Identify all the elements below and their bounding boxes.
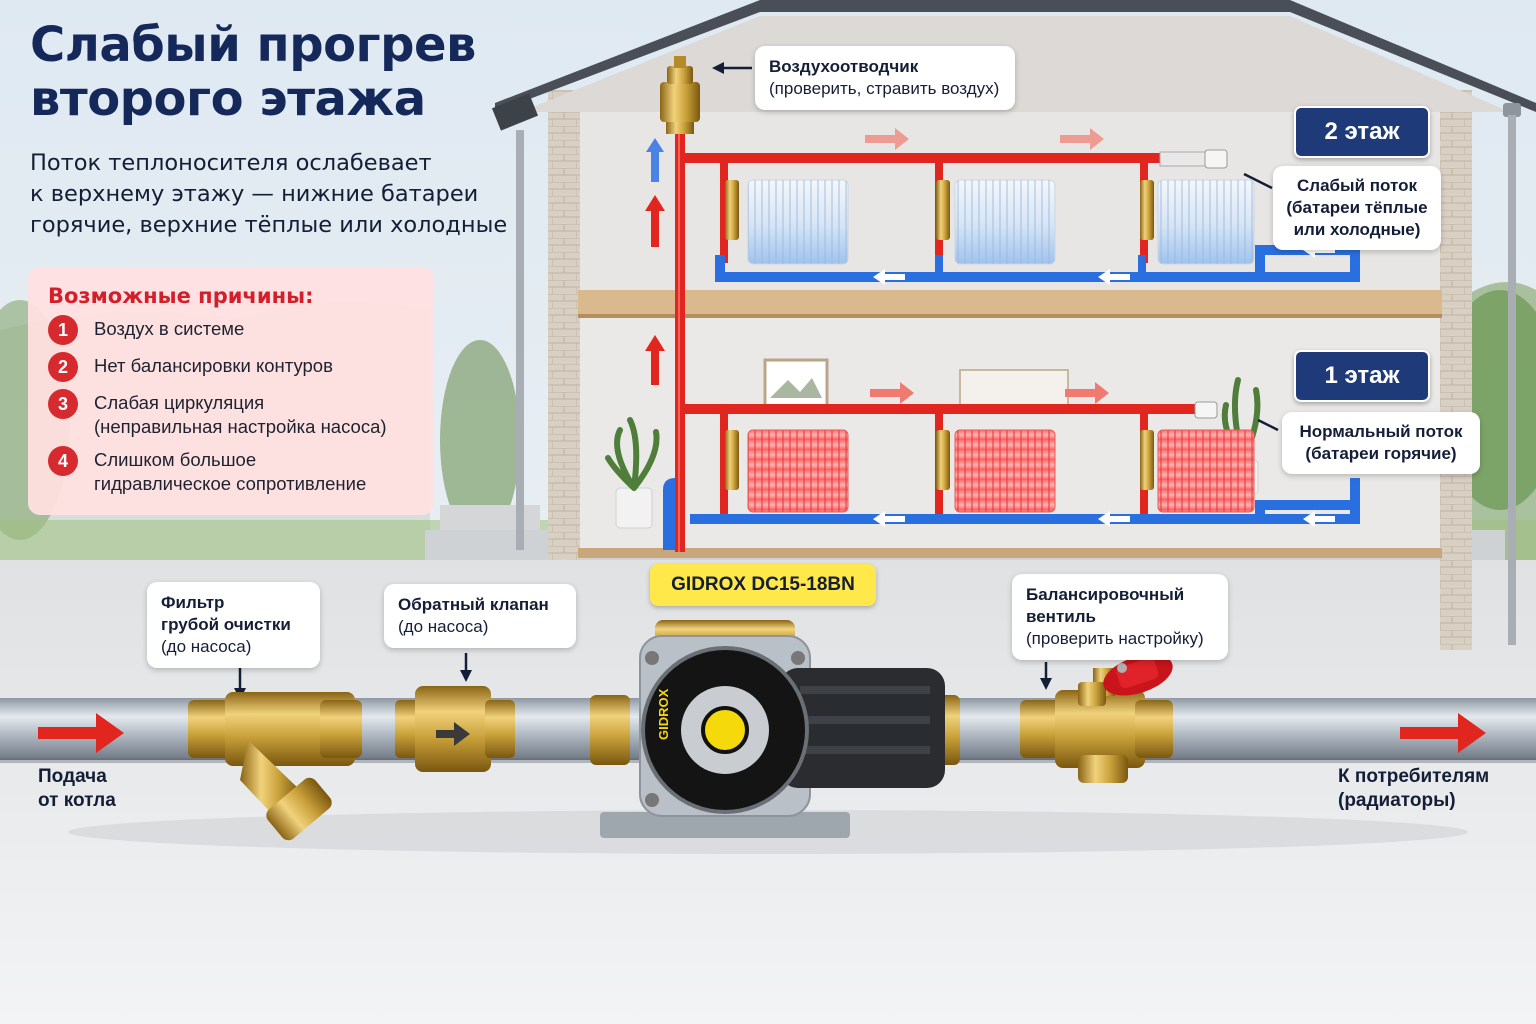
supply-label: Подача от котла <box>38 765 116 813</box>
filter-label-line-2: грубой очистки <box>161 615 291 634</box>
cause-item: 2 Нет балансировки контуров <box>48 352 416 382</box>
causes-panel: Возможные причины: 1 Воздух в системе 2 … <box>28 267 434 515</box>
title-line-2: второго этажа <box>30 71 426 127</box>
floor-1-badge: 1 этаж <box>1294 350 1430 402</box>
weak-flow-detail-2: или холодные) <box>1293 220 1421 239</box>
weak-flow-callout: Слабый поток (батареи тёплые или холодны… <box>1273 166 1441 250</box>
cause-text: Слабая циркуляция <box>94 392 265 413</box>
filter-callout: Фильтр грубой очистки (до насоса) <box>147 582 320 668</box>
cause-text-detail: (неправильная настройка насоса) <box>94 416 387 437</box>
subtitle-line-2: к верхнему этажу — нижние батареи <box>30 181 479 207</box>
flow-arrow-icon <box>865 128 1109 404</box>
circulation-pump: GIDROX <box>590 620 960 838</box>
pointer-arrows <box>234 62 1279 700</box>
cause-text: Нет балансировки контуров <box>94 355 333 376</box>
filter-note: (до насоса) <box>161 637 252 656</box>
consumers-label: К потребителям (радиаторы) <box>1338 765 1489 813</box>
check-valve <box>395 686 515 772</box>
check-valve-note: (до насоса) <box>398 617 489 636</box>
causes-heading: Возможные причины: <box>48 284 314 308</box>
cause-number-badge: 2 <box>48 352 78 382</box>
valve-handle-icon <box>1103 654 1173 696</box>
balancing-valve-label-line-2: вентиль <box>1026 607 1096 626</box>
title-line-1: Слабый прогрев <box>30 17 476 73</box>
cause-text: Слишком большое <box>94 449 257 470</box>
cause-number-badge: 3 <box>48 389 78 419</box>
arrow-right-icon <box>38 713 1486 753</box>
cause-item: 4 Слишком большое гидравлическое сопроти… <box>48 446 416 496</box>
strainer-filter <box>188 692 362 841</box>
consumers-label-line-1: К потребителям <box>1338 766 1490 787</box>
weak-flow-detail-1: (батареи тёплые <box>1286 198 1428 217</box>
subtitle-line-3: горячие, верхние тёплые или холодные <box>30 212 508 238</box>
plant-left <box>605 417 660 529</box>
cause-item: 3 Слабая циркуляция (неправильная настро… <box>48 389 416 439</box>
pump-brand: GIDROX <box>656 688 671 740</box>
filter-label-line-1: Фильтр <box>161 593 225 612</box>
normal-flow-title: Нормальный поток <box>1299 422 1463 441</box>
check-valve-callout: Обратный клапан (до насоса) <box>384 584 576 648</box>
arrow-up-icon <box>645 138 665 385</box>
supply-label-line-1: Подача <box>38 766 107 787</box>
cause-text: Воздух в системе <box>94 318 245 339</box>
cause-item: 1 Воздух в системе <box>48 315 416 345</box>
pump-model-label: GIDROX DC15-18BN <box>650 564 876 606</box>
subtitle-line-1: Поток теплоносителя ослабевает <box>30 150 432 176</box>
air-vent-note: (проверить, стравить воздух) <box>769 79 1000 98</box>
floor-2-badge: 2 этаж <box>1294 106 1430 158</box>
cause-number-badge: 4 <box>48 446 78 476</box>
check-valve-label: Обратный клапан <box>398 595 549 614</box>
air-vent-callout: Воздухоотводчик (проверить, стравить воз… <box>755 46 1015 110</box>
normal-flow-callout: Нормальный поток (батареи горячие) <box>1282 412 1480 474</box>
balancing-valve-callout: Балансировочный вентиль (проверить настр… <box>1012 574 1228 660</box>
cause-number-badge: 1 <box>48 315 78 345</box>
air-vent-device <box>660 56 700 134</box>
supply-label-line-2: от котла <box>38 790 116 811</box>
consumers-label-line-2: (радиаторы) <box>1338 790 1456 811</box>
page-title: Слабый прогрев второго этажа <box>30 18 476 126</box>
balancing-valve <box>1020 654 1173 783</box>
air-vent-label: Воздухоотводчик <box>769 57 919 76</box>
cause-text-detail: гидравлическое сопротивление <box>94 473 367 494</box>
balancing-valve-label-line-1: Балансировочный <box>1026 585 1185 604</box>
balancing-valve-note: (проверить настройку) <box>1026 629 1204 648</box>
subtitle: Поток теплоносителя ослабевает к верхнем… <box>30 148 507 241</box>
normal-flow-detail: (батареи горячие) <box>1305 444 1457 463</box>
weak-flow-title: Слабый поток <box>1297 176 1417 195</box>
